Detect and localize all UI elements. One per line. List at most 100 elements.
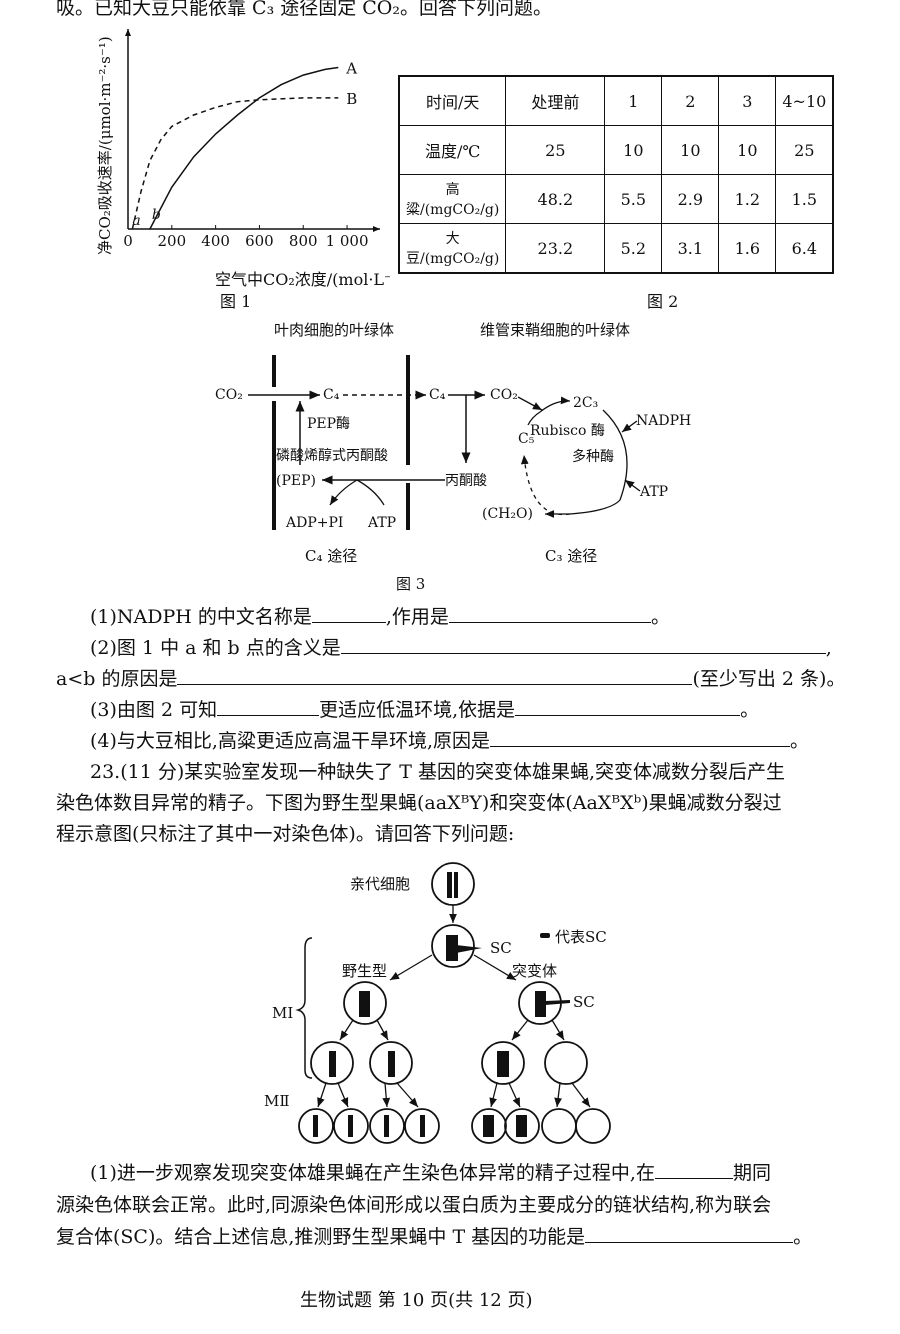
co2-label: CO₂	[215, 387, 243, 403]
figure2-table: 时间/天 处理前 1 2 3 4~10 温度/℃ 25 10 10 10 25 …	[398, 75, 835, 274]
series-label: B	[346, 90, 357, 108]
answer-blank[interactable]	[311, 604, 386, 623]
question-text: (2)图 1 中 a 和 b 点的含义是	[90, 637, 341, 659]
table-cell: 1.2	[718, 174, 777, 224]
pep-label: (PEP)	[276, 473, 316, 489]
meiosis-2-label: MⅡ	[264, 1092, 290, 1110]
table-cell: 3.1	[661, 223, 720, 274]
question-23-line2: 染色体数目异常的精子。下图为野生型果蝇(aaXᴮY)和突变体(AaXᴮXᵇ)果蝇…	[56, 792, 782, 814]
x-tick-label: 200	[157, 232, 186, 250]
header-cell: 处理前	[505, 75, 606, 126]
answer-blank[interactable]	[654, 1160, 733, 1179]
row-label: 高粱/(mgCO₂/g)	[398, 174, 507, 224]
pyruvate-label: 丙酮酸	[445, 473, 487, 489]
cells	[298, 862, 611, 1144]
series-label: A	[345, 60, 357, 78]
pep-name-label: 磷酸烯醇式丙酮酸	[276, 447, 388, 464]
question-text: 复合体(SC)。结合上述信息,推测野生型果蝇中 T 基因的功能是	[56, 1226, 586, 1248]
meiosis-diagram: 代表SC 亲代细胞 SC SC 野生型 突变体 MⅠ MⅡ	[264, 862, 611, 1144]
question-23-1-line2: 源染色体联会正常。此时,同源染色体间形成以蛋白质为主要成分的链状结构,称为联会	[56, 1194, 772, 1216]
question-text: 期同	[732, 1162, 771, 1184]
chromosomes	[313, 872, 570, 1137]
pep-enzyme-label: PEP酶	[307, 416, 350, 432]
x-tick-label: 600	[245, 232, 274, 250]
intro-line: 吸。已知大豆只能依靠 C₃ 途径固定 CO₂。回答下列问题。	[56, 0, 553, 19]
membrane-lines	[272, 355, 410, 530]
table-cell: 10	[604, 125, 663, 175]
table-cell: 25	[505, 125, 606, 175]
left-title: 叶肉细胞的叶绿体	[274, 321, 394, 339]
table-header-row: 时间/天 处理前 1 2 3 4~10	[398, 75, 834, 126]
point-label-a: a	[132, 213, 140, 229]
nadph-label: NADPH	[636, 413, 691, 429]
series-line-B	[131, 97, 339, 230]
row-label: 大豆/(mgCO₂/g)	[398, 223, 507, 274]
meiosis-1-label: MⅠ	[272, 1004, 293, 1022]
sc-label: SC	[490, 939, 512, 957]
x-tick-label: 0	[123, 232, 133, 250]
table-cell: 5.5	[604, 174, 663, 224]
question-22-1: (1)NADPH 的中文名称是,作用是。	[90, 604, 670, 630]
table-row: 高粱/(mgCO₂/g) 48.2 5.5 2.9 1.2 1.5	[398, 174, 834, 224]
question-22-2b: a<b 的原因是 (至少写出 2 条)。	[56, 666, 845, 692]
adp-label: ADP+PI	[285, 515, 343, 531]
question-text: (1)NADPH 的中文名称是	[90, 606, 312, 628]
mutant-label: 突变体	[512, 962, 557, 980]
table-cell: 2.9	[661, 174, 720, 224]
x-tick-label: 1 000	[326, 232, 369, 250]
header-cell: 2	[661, 75, 720, 126]
arrows	[317, 905, 591, 1108]
answer-blank[interactable]	[217, 697, 320, 716]
table-row: 大豆/(mgCO₂/g) 23.2 5.2 3.1 1.6 6.4	[398, 223, 834, 274]
question-23-1-line3: 复合体(SC)。结合上述信息,推测野生型果蝇中 T 基因的功能是 。	[56, 1224, 812, 1250]
row-label: 温度/℃	[398, 125, 507, 175]
figure2-caption: 图 2	[647, 292, 679, 311]
question-23-1-line1: (1)进一步观察发现突变体雄果蝇在产生染色体异常的精子过程中,在期同	[90, 1160, 771, 1186]
answer-blank[interactable]	[177, 666, 693, 685]
answer-blank[interactable]	[585, 1224, 794, 1243]
question-text: 。	[793, 1226, 813, 1248]
co2-label: CO₂	[490, 387, 518, 403]
question-22-3: (3)由图 2 可知更适应低温环境,依据是。	[90, 697, 759, 723]
table-cell: 10	[718, 125, 777, 175]
table-cell: 48.2	[505, 174, 606, 224]
answer-blank[interactable]	[448, 604, 651, 623]
wild-type-label: 野生型	[342, 962, 387, 980]
table-cell: 1.5	[775, 174, 834, 224]
question-text: ,	[825, 637, 832, 659]
header-cell: 时间/天	[398, 75, 507, 126]
2c3-label: 2C₃	[573, 395, 598, 411]
rubisco-label: Rubisco 酶	[530, 423, 605, 439]
table-cell: 23.2	[505, 223, 606, 274]
question-text: ,作用是	[385, 606, 449, 628]
answer-blank[interactable]	[340, 635, 826, 654]
question-text: 。	[740, 699, 760, 721]
point-label-b: b	[152, 207, 161, 223]
answer-blank[interactable]	[515, 697, 741, 716]
table-cell: 10	[661, 125, 720, 175]
header-cell: 1	[604, 75, 663, 126]
c5-label: C₅	[518, 431, 535, 447]
sc-legend-icon	[540, 933, 550, 938]
x-tick-label: 800	[289, 232, 318, 250]
figure3-caption: 图 3	[396, 575, 425, 593]
x-tick-label: 400	[201, 232, 230, 250]
table-cell: 25	[775, 125, 834, 175]
right-title: 维管束鞘细胞的叶绿体	[480, 321, 630, 339]
atp-label: ATP	[639, 484, 668, 500]
question-text: (至少写出 2 条)。	[692, 668, 846, 690]
c4-label: C₄	[429, 387, 446, 403]
x-axis-label: 空气中CO₂浓度/(mol·L⁻¹)	[215, 270, 390, 289]
question-text: a<b 的原因是	[56, 668, 178, 690]
question-23-line3: 程示意图(只标注了其中一对染色体)。请回答下列问题:	[56, 823, 515, 845]
c4-path-label: C₄ 途径	[305, 547, 357, 565]
y-axis-label: 净CO₂吸收速率/(μmol·m⁻²·s⁻¹)	[96, 36, 114, 255]
header-cell: 3	[718, 75, 777, 126]
table-cell: 5.2	[604, 223, 663, 274]
table-row: 温度/℃ 25 10 10 10 25	[398, 125, 834, 175]
y-axis-arrow	[125, 29, 131, 36]
answer-blank[interactable]	[490, 728, 790, 747]
ch2o-label: (CH₂O)	[482, 506, 533, 522]
atp-label: ATP	[367, 515, 396, 531]
